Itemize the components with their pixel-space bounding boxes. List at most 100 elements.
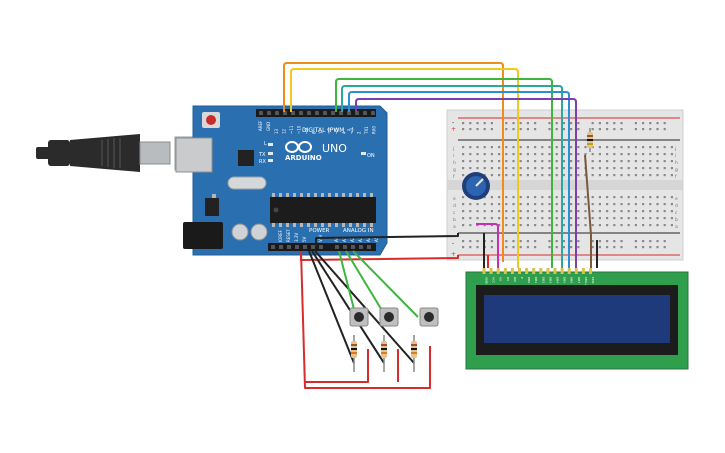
breadboard-row-label: c [453, 211, 456, 216]
lcd-pin-label: RS [506, 277, 510, 281]
lcd-pin-label: LED+ [584, 277, 588, 286]
resistor-button-2 [381, 335, 387, 372]
pushbutton-3[interactable] [419, 307, 439, 327]
lcd-pin-label: V0 [499, 277, 503, 281]
wire-teal [341, 85, 563, 268]
analog-pin-label: A1 [342, 236, 347, 242]
brand-label: ARDUINO [285, 154, 322, 162]
breadboard-row-label: a [453, 225, 456, 230]
digital-pin-label: 2 [357, 131, 362, 134]
digital-label: DIGITAL (PWM ~) [302, 127, 354, 134]
lcd-pin-label: DB1 [534, 277, 538, 283]
svg-text:5V: 5V [302, 236, 307, 242]
lcd-pin-label: RW [513, 277, 517, 282]
breadboard-row-label: i [675, 153, 676, 159]
usb-cable [36, 134, 200, 172]
svg-text:-: - [452, 240, 454, 247]
arduino-logo [285, 141, 312, 153]
digital-pin-label: ~9 [304, 128, 309, 134]
resistor-lcd [587, 128, 593, 152]
svg-text:+: + [451, 251, 456, 258]
lcd-pin-label: DB4 [556, 277, 560, 283]
svg-text:AREF: AREF [258, 120, 263, 131]
lcd-pin [574, 268, 578, 274]
breadboard-row-label: a [675, 225, 678, 230]
digital-pin-label: 8 [312, 131, 317, 134]
l-led-label: L [264, 141, 267, 147]
digital-pin-label: 4 [342, 131, 347, 134]
breadboard-row-label: j [452, 146, 454, 152]
wire-backlight [584, 154, 592, 268]
wire-blue [348, 91, 570, 268]
breadboard-row-label: h [453, 160, 456, 166]
pushbutton-1[interactable] [349, 307, 369, 327]
analog-label: ANALOG IN [343, 228, 374, 234]
breadboard-row-label: b [675, 217, 678, 223]
breadboard-row-label: i [453, 153, 454, 159]
svg-text:IOREF: IOREF [278, 229, 283, 242]
on-led [361, 152, 366, 155]
arduino-uno-board: DIGITAL (PWM ~) POWER ANALOG IN ARDUINO … [175, 105, 388, 256]
breadboard-row-label: d [453, 203, 456, 209]
lcd-pin [489, 268, 493, 274]
wire-purple [355, 98, 577, 268]
digital-pin-label: ~5 [334, 128, 339, 134]
lcd-pin [553, 268, 557, 274]
wire-btn-green-2 [345, 250, 387, 318]
svg-text:+: + [451, 126, 456, 133]
digital-pin-label: 7 [319, 131, 324, 134]
breadboard-row-label: d [675, 203, 678, 209]
lcd-pin-label: DB7 [577, 277, 581, 283]
lcd-pin [567, 268, 571, 274]
analog-pin-label: A5 [374, 236, 379, 242]
resistors [351, 128, 593, 372]
analog-pin-label: A2 [350, 236, 355, 242]
wire-btn-black-1 [308, 250, 355, 364]
svg-text:GND: GND [266, 122, 271, 131]
analog-pin-label: A4 [366, 236, 371, 242]
pushbutton-2[interactable] [379, 307, 399, 327]
breadboard-row-label: e [453, 197, 456, 202]
lcd-pin [532, 268, 536, 274]
power-label: POWER [309, 228, 330, 234]
lcd-pin [482, 268, 486, 274]
wire-orange [283, 62, 504, 262]
lcd-pin-label: DB2 [541, 277, 545, 283]
svg-text:-: - [452, 119, 454, 126]
resistor-button-3 [411, 335, 417, 372]
svg-text:RESET: RESET [286, 229, 291, 242]
wire-btn-red-2 [305, 349, 369, 383]
digital-pin-label: ~3 [349, 128, 354, 134]
wires [283, 62, 598, 389]
breadboard-row-label: b [453, 217, 456, 223]
potentiometer[interactable] [462, 172, 490, 200]
model-label: UNO [322, 142, 347, 155]
digital-pin-label: RX0 [372, 125, 377, 134]
lcd-pin-label: LED- [591, 277, 595, 284]
wire-btn-black-3 [314, 250, 415, 364]
digital-pin-label: 12 [282, 128, 287, 134]
lcd-pin [510, 268, 514, 274]
lcd-pin [589, 268, 592, 274]
lcd-pin [546, 268, 550, 274]
lcd-pin-label: E [520, 277, 524, 279]
wire-pot-magenta [476, 223, 499, 268]
lcd-pin [525, 268, 529, 274]
atmega-chip [270, 197, 376, 223]
on-led-label: ON [367, 153, 375, 159]
digital-pin-label: 13 [274, 128, 279, 134]
lcd-pin-label: GND [485, 277, 489, 285]
breadboard-row-label: j [674, 146, 676, 152]
usb-chip [238, 150, 254, 166]
breadboard-row-label: g [453, 168, 456, 173]
analog-pin-label: A0 [334, 236, 339, 242]
breadboard-row-label: c [675, 211, 678, 216]
usb-jack [175, 137, 213, 173]
wire-green [335, 78, 553, 268]
wire-btn-green-1 [338, 250, 357, 318]
rx-label: RX [259, 159, 266, 165]
lcd-pin [581, 268, 585, 274]
lcd-pin-label: DB0 [527, 277, 531, 283]
